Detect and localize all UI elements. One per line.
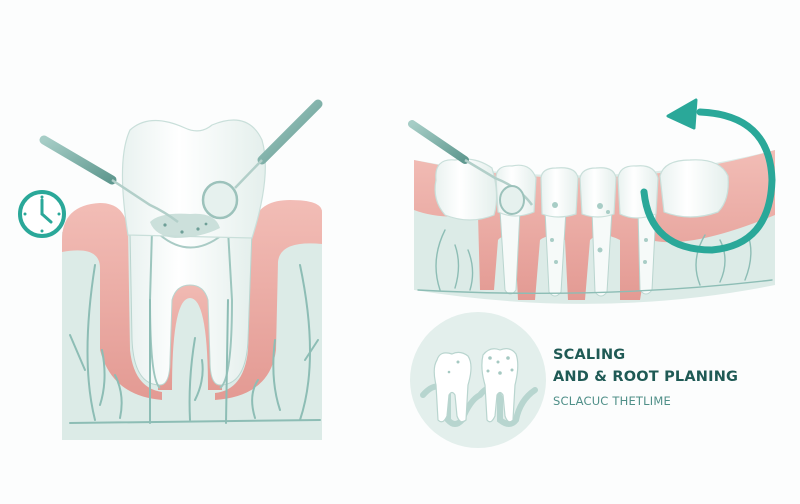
circular-arrow-icon — [640, 98, 776, 254]
dental-scaler-tool-arch — [408, 120, 534, 215]
caption-title-line1: SCALING — [553, 347, 626, 363]
caption-title-line2: AND & ROOT PLANING — [553, 369, 739, 385]
dental-arch-panel — [408, 98, 776, 304]
caption-block: SCALING AND & ROOT PLANING SCLACUC THETL… — [553, 344, 738, 408]
clean-tooth — [433, 351, 472, 423]
dental-mirror-tool — [201, 99, 323, 220]
single-tooth-panel — [18, 99, 323, 440]
caption-subtitle: SCLACUC THETLIME — [553, 394, 671, 408]
tooth-comparison-badge — [410, 312, 546, 448]
dental-scaler-tool — [39, 135, 179, 223]
tartar-tooth — [481, 348, 519, 423]
clock-icon — [18, 190, 66, 238]
